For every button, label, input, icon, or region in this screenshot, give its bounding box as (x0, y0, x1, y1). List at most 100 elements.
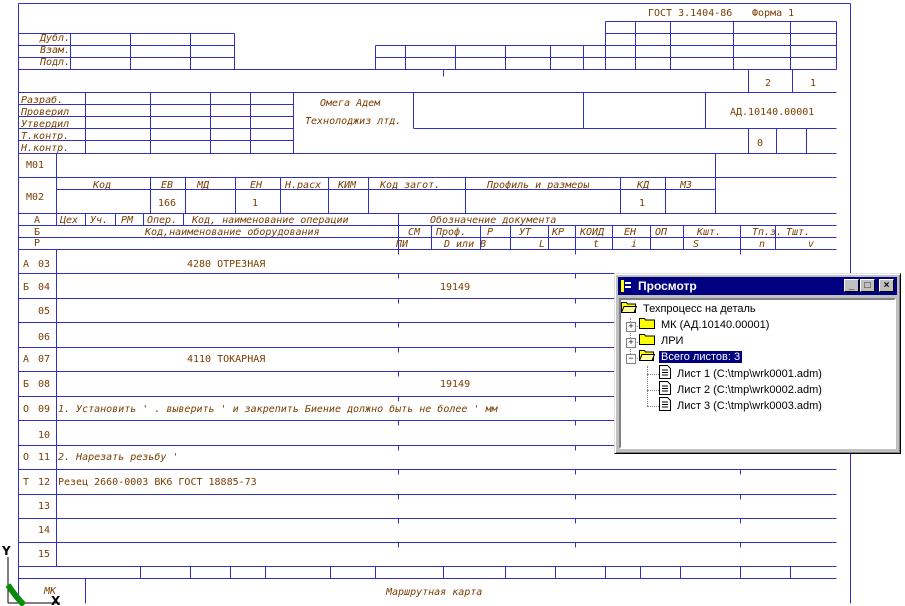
row-letter: Т (23, 477, 29, 488)
m-head-nrash: Н.расх (284, 180, 321, 191)
hdr-b-ksht: Кшт. (696, 227, 721, 238)
tree-leaf-label: Лист 2 (C:\tmp\wrk0002.adm) (677, 384, 822, 396)
row-number: 11 (38, 452, 50, 463)
hdr-a-uch: Уч. (90, 215, 108, 226)
sig-label-nkontr: Н.контр. (20, 143, 69, 154)
collapse-toggle[interactable]: − (626, 354, 636, 364)
zero-cell: 0 (757, 138, 763, 149)
m-head-profile: Профиль и размеры (486, 179, 590, 191)
hdr-a-rm: РМ (121, 215, 134, 226)
hdr-a-kodop: Код, наименование операции (191, 215, 349, 226)
footer-code: МК (43, 586, 57, 597)
sig-label-utverdil: Утвердил (21, 119, 69, 130)
sheet-number: 1 (810, 78, 816, 89)
side-label-dubl: Дубл. (39, 32, 70, 44)
side-label-podl: Подл. (39, 57, 70, 68)
ucs-icon: Y X (1, 545, 61, 606)
document-code: АД.10140.00001 (730, 107, 814, 118)
row-text: 4280 ОТРЕЗНАЯ (187, 259, 265, 270)
m-val-en: 1 (252, 198, 258, 209)
hdr-r-l: L (539, 239, 545, 250)
hdr-r-t: t (593, 239, 599, 250)
document-icon (659, 397, 671, 411)
folder-icon (639, 334, 655, 345)
maximize-button[interactable]: □ (860, 279, 875, 292)
sig-label-proveril: Проверил (20, 107, 69, 118)
tree-node-label: Всего листов: 3 (657, 350, 744, 364)
tree-node-label: МК (АД.10140.00001) (661, 319, 770, 331)
close-button[interactable]: × (879, 279, 894, 292)
m-head-kim: КИМ (337, 180, 357, 191)
row-text: 19149 (440, 379, 470, 390)
m-head-kodzag: Код загот. (379, 180, 440, 191)
m-head-ev: ЕВ (161, 180, 173, 191)
tree-node-mk[interactable]: МК (АД.10140.00001) (639, 317, 771, 333)
expand-toggle[interactable]: + (626, 338, 636, 348)
sig-label-razrab: Разраб. (21, 94, 63, 106)
row-number: 08 (38, 379, 50, 390)
row-number: 04 (38, 282, 50, 293)
hdr-b-sm: СМ (408, 227, 421, 238)
row-letter: Б (23, 379, 29, 390)
hdr-a-tseh: Цех (59, 215, 78, 226)
row-text: 2. Нарезать резьбу ' (58, 451, 178, 463)
tree-root[interactable]: Техпроцесс на деталь (621, 301, 758, 317)
row-text: Резец 2660-0003 ВК6 ГОСТ 18885-73 (58, 477, 257, 488)
viewer-window[interactable]: Просмотр _ □ × Техпроцесс на деталь + МК… (614, 273, 901, 454)
tree-root-label: Техпроцесс на деталь (643, 303, 756, 315)
m-head-kod: Код (92, 180, 111, 191)
hdr-b-prof: Проф. (435, 226, 466, 238)
gost-label: ГОСТ 3.1404-86 (648, 8, 732, 19)
tree-node-lri[interactable]: ЛРИ (639, 333, 685, 349)
m-val-ev: 166 (158, 198, 176, 209)
row-number: 13 (38, 501, 50, 512)
m-head-kd: КД (636, 180, 650, 191)
hdr-b-r: Р (487, 227, 493, 238)
row-letter: О (23, 404, 29, 415)
sheet-total: 2 (765, 78, 771, 89)
tree-leaf-sheet-3[interactable]: Лист 3 (C:\tmp\wrk0003.adm) (659, 397, 824, 413)
m-head-mz: МЗ (679, 180, 692, 191)
m01-label: М01 (26, 160, 44, 171)
open-folder-icon (621, 302, 637, 313)
viewer-title: Просмотр (638, 279, 697, 293)
hdr-b-en: ЕН (624, 227, 637, 238)
hdr-b-equip: Код,наименование оборудования (144, 226, 320, 238)
row-number: 12 (38, 477, 50, 488)
app-icon (621, 280, 631, 292)
hdr-r-n: n (759, 239, 765, 250)
hdr-b-tpz: Тп.з. (752, 227, 782, 238)
viewer-titlebar[interactable]: Просмотр _ □ × (618, 277, 897, 295)
row-number: 14 (38, 525, 50, 536)
row-number: 10 (38, 430, 50, 441)
m-val-kd: 1 (639, 198, 645, 209)
folder-icon (639, 318, 655, 329)
row-number: 03 (38, 259, 50, 270)
hdr-b-ut: УТ (519, 227, 532, 238)
row-text: 4110 ТОКАРНАЯ (187, 354, 265, 365)
sig-label-tkontr: Т.контр. (21, 131, 69, 142)
row-number: 15 (38, 549, 50, 560)
hdr-r-v: v (808, 239, 814, 250)
hdr-letter-b: Б (34, 227, 40, 238)
expand-toggle[interactable]: + (626, 322, 636, 332)
tree-leaf-sheet-1[interactable]: Лист 1 (C:\tmp\wrk0001.adm) (659, 365, 824, 381)
hdr-r-pi: ПИ (395, 239, 409, 250)
m02-label: М02 (26, 192, 44, 203)
ucs-y-label: Y (1, 545, 11, 558)
tree-leaf-sheet-2[interactable]: Лист 2 (C:\tmp\wrk0002.adm) (659, 381, 824, 397)
row-text: 19149 (440, 282, 470, 293)
tree-node-sheets[interactable]: Всего листов: 3 (639, 349, 744, 365)
row-text: 1. Установить ' . выверить ' и закрепить… (58, 403, 498, 415)
row-letter: А (23, 259, 29, 270)
document-icon (659, 381, 671, 395)
form-label: Форма 1 (752, 8, 794, 19)
hdr-r-d: D или B (443, 239, 486, 250)
row-number: 05 (38, 306, 50, 317)
tree-view[interactable]: Техпроцесс на деталь + МК (АД.10140.0000… (619, 298, 896, 449)
tree-leaf-label: Лист 1 (C:\tmp\wrk0001.adm) (677, 368, 822, 380)
hdr-letter-r: Р (34, 238, 40, 249)
hdr-b-koid: КОИД (579, 227, 605, 238)
hdr-b-op: ОП (655, 227, 668, 238)
minimize-button[interactable]: _ (844, 279, 859, 292)
